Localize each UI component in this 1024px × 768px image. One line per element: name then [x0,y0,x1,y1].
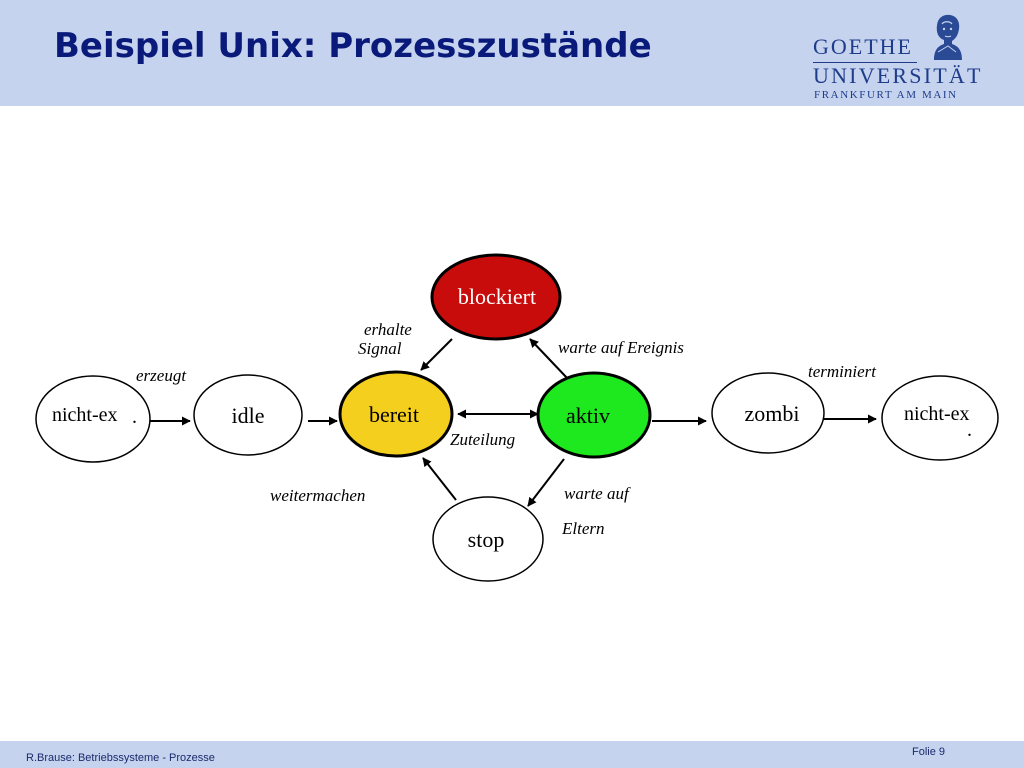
node-nichtex-right: nicht-ex . [881,375,999,461]
label-signal: Signal [358,339,402,358]
node-idle-shape [193,374,303,456]
node-idle-label: idle [232,403,265,428]
label-erzeugt: erzeugt [136,366,187,385]
logo-divider [813,62,917,63]
node-bereit-label: bereit [369,402,419,427]
label-warte-auf: warte auf [564,484,631,503]
logo-text-goethe: GOETHE [813,34,913,59]
label-warte-auf-ereignis: warte auf Ereignis [558,338,684,357]
node-stop: stop [432,496,544,582]
edge-stop-to-bereit [422,457,457,501]
footer-slide-number: Folie 9 [912,746,946,758]
slide-title: Beispiel Unix: Prozesszustände [54,26,652,66]
node-bereit-shape [338,370,454,458]
edge-labels: erzeugt erhalte Signal warte auf Ereigni… [136,320,877,538]
label-terminiert: terminiert [808,362,877,381]
node-nichtex-left: nicht-ex . [35,375,151,463]
node-stop-shape [432,496,544,582]
node-nichtex-left-dot: . [132,406,137,428]
node-bereit: bereit [338,370,454,458]
edge-aktiv-to-stop [527,458,565,507]
node-nichtex-right-label: nicht-ex [904,403,970,425]
node-idle: idle [193,374,303,456]
node-nichtex-left-label: nicht-ex [52,404,118,426]
label-zuteilung: Zuteilung [450,430,515,449]
node-aktiv-label: aktiv [566,403,610,428]
university-logo: GOETHE UNIVERSITÄT FRANKFURT AM MAIN [808,12,980,102]
node-zombi-shape [711,372,825,454]
node-blockiert-shape [430,253,562,341]
logo-text-city: FRANKFURT AM MAIN [814,89,958,101]
label-erhalte: erhalte [364,320,412,339]
node-blockiert: blockiert [430,253,562,341]
edge-blockiert-to-bereit [420,338,453,371]
label-eltern: Eltern [561,519,605,538]
node-nichtex-right-dot: . [967,419,972,441]
goethe-portrait-icon [934,14,962,61]
edges [150,338,877,507]
node-aktiv-shape [536,371,652,459]
label-weitermachen: weitermachen [270,486,365,505]
footer-course-text: R.Brause: Betriebssysteme - Prozesse [26,752,215,764]
node-zombi: zombi [711,372,825,454]
node-nichtex-right-shape [881,375,999,461]
node-stop-label: stop [468,527,505,552]
slide-footer [0,741,1024,768]
node-nichtex-left-shape [35,375,151,463]
node-blockiert-label: blockiert [458,284,536,309]
logo-text-universitaet: UNIVERSITÄT [813,63,983,88]
edge-aktiv-to-blockiert [529,338,569,380]
node-aktiv: aktiv [536,371,652,459]
node-zombi-label: zombi [745,401,800,426]
slide-header [0,0,1024,106]
